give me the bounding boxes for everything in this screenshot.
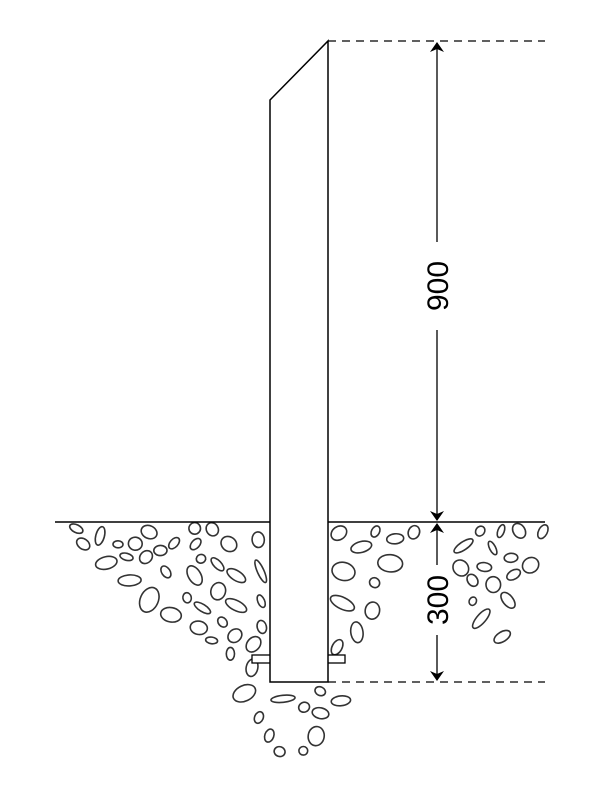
gravel-stone <box>487 540 498 556</box>
gravel-stone <box>329 594 356 612</box>
gravel-stone <box>407 524 421 540</box>
gravel-stone <box>127 536 143 552</box>
gravel-stones <box>68 521 549 758</box>
post <box>269 39 329 683</box>
gravel-stone <box>94 525 106 546</box>
gravel-stone <box>330 638 344 656</box>
gravel-stone <box>75 537 91 551</box>
gravel-stone <box>503 552 519 564</box>
gravel-stone <box>536 524 549 540</box>
gravel-stone <box>205 521 220 537</box>
gravel-stone <box>216 616 229 628</box>
gravel-stone <box>254 559 268 584</box>
gravel-stone <box>195 553 207 564</box>
gravel-stone <box>160 565 172 579</box>
gravel-stone <box>210 556 225 572</box>
gravel-stone <box>311 706 330 720</box>
gravel-stone <box>227 628 243 644</box>
gravel-stone <box>377 553 404 573</box>
gravel-stone <box>331 561 356 582</box>
gravel-stone <box>209 581 227 601</box>
gravel-stone <box>466 573 479 588</box>
gravel-stone <box>189 620 209 636</box>
gravel-stone <box>298 745 309 756</box>
gravel-stone <box>140 524 158 540</box>
gravel-stone <box>270 694 296 704</box>
gravel-stone <box>193 601 212 615</box>
gravel-stone <box>251 531 266 549</box>
gravel-stone <box>226 567 247 584</box>
gravel-stone <box>474 525 486 537</box>
gravel-stone <box>256 619 268 635</box>
gravel-stone <box>189 537 202 551</box>
gravel-stone <box>273 745 286 758</box>
gravel-stone <box>112 539 124 549</box>
gravel-stone <box>167 536 181 550</box>
gravel-stone <box>350 540 373 554</box>
gravel-stone <box>330 525 348 542</box>
gravel-stone <box>153 544 168 557</box>
gravel-stone <box>119 552 134 562</box>
gravel-stone <box>253 710 265 725</box>
gravel-stone <box>370 525 381 538</box>
gravel-stone <box>485 575 502 594</box>
gravel-stone <box>500 591 516 610</box>
gravel-stone <box>468 596 478 607</box>
gravel-stone <box>94 555 118 571</box>
gravel-stone <box>138 586 160 613</box>
gravel-stone <box>204 636 219 645</box>
gravel-stone <box>232 683 257 703</box>
gravel-stone <box>224 597 248 614</box>
dimension-300-label: 300 <box>422 575 455 625</box>
gravel-stone <box>364 601 381 620</box>
gravel-stone <box>493 629 512 644</box>
gravel-stone <box>68 523 84 535</box>
gravel-stone <box>225 646 236 661</box>
gravel-stone <box>182 591 193 604</box>
gravel-stone <box>186 565 204 586</box>
gravel-stone <box>349 621 364 644</box>
gravel-stone <box>188 521 202 536</box>
gravel-stone <box>159 606 183 623</box>
gravel-stone <box>220 535 238 553</box>
gravel-stone <box>496 523 506 539</box>
gravel-stone <box>138 549 154 565</box>
gravel-stone <box>506 568 522 581</box>
gravel-stone <box>368 576 381 589</box>
dimension-900-label: 900 <box>422 261 455 311</box>
gravel-stone <box>117 574 142 587</box>
gravel-stone <box>452 559 470 577</box>
gravel-stone <box>263 728 275 743</box>
gravel-stone <box>521 556 540 574</box>
gravel-stone <box>330 695 352 707</box>
gravel-stone <box>307 725 326 747</box>
gravel-stone <box>511 522 527 539</box>
gravel-stone <box>453 538 474 554</box>
gravel-stone <box>471 608 491 630</box>
gravel-stone <box>245 635 262 653</box>
gravel-stone <box>256 594 267 609</box>
gravel-stone <box>314 685 327 697</box>
gravel-stone <box>297 701 311 714</box>
gravel-stone <box>476 561 493 573</box>
gravel-stone <box>385 532 405 545</box>
